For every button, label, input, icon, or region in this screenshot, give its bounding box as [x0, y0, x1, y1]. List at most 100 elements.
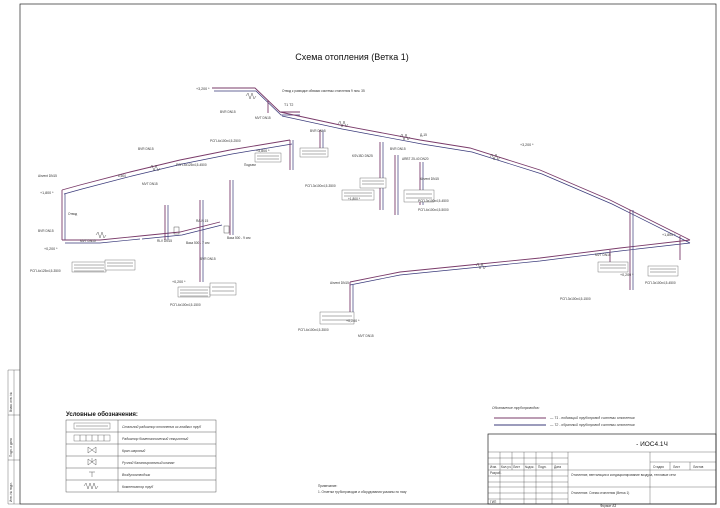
compensator-icon [83, 482, 99, 490]
elevation-label: +0,200 * [620, 273, 634, 277]
radiator-label: РСП-3х100х4,5-3500 [305, 184, 336, 188]
device-label: MVT DN15 [595, 253, 611, 257]
radiator [177, 286, 211, 298]
branch-note: Подъем [244, 163, 256, 167]
branch-note: Отвод [68, 212, 77, 216]
elevation-label: +3,200 * [196, 87, 210, 91]
stamp-sheet-label: Лист [673, 465, 680, 469]
title-block: - ИОС4.1Ч Изм. Кол.уч. Лист №док. Подп. … [487, 433, 717, 505]
device-label: BVR DN15 [38, 229, 54, 233]
radiator-note: Ваза 500 - 9 сек [227, 236, 251, 240]
stamp-section: Отопление, вентиляция и кондиционировани… [571, 473, 676, 477]
device-label: MVT DN15 [358, 334, 374, 338]
pipe-legend-t1: — Т1 - подающий трубопровод системы отоп… [549, 416, 635, 420]
radiator [403, 189, 435, 203]
air-vent-label: Airvent DN15 [330, 281, 349, 285]
device-label: BVR DN15 [200, 257, 216, 261]
legend-item-label: Кран шаровый [122, 449, 145, 453]
stamp-header-count: Кол.уч. [501, 465, 512, 469]
pipe-mark-label: Т1 Т2 [284, 103, 293, 107]
bimetal-radiator-icon [73, 434, 111, 442]
valve-icon [87, 446, 97, 454]
legend-item-label: Воздухоотводчик [122, 473, 151, 477]
elevation-label: +1,800 * [662, 233, 676, 237]
radiator-label: РСП-4х100х4,5-5000 [418, 208, 449, 212]
note: Примечание: 1. Отметки трубопроводов и о… [318, 484, 407, 494]
elevation-label: +1,800 * [348, 197, 361, 201]
stamp-header-doc: №док. [525, 465, 534, 469]
stamp-stage-label: Стадия [653, 465, 664, 469]
valve-label: KSV-BD DN25 [352, 154, 373, 158]
elevation-label: +3,200 * [520, 143, 534, 147]
legend-item-label: Ручной балансировочный клапан [122, 461, 175, 465]
stamp-header-change: Изм. [490, 465, 497, 469]
radiator-label: РСП-4х100х4,5-1500 [170, 303, 201, 307]
legend: Условные обозначения: [65, 411, 217, 493]
valve-label: RLV DN15 [157, 239, 172, 243]
note-title: Примечание: [318, 484, 337, 488]
radiator [299, 147, 329, 158]
radiator [647, 265, 679, 277]
side-cell-replace: Взам. инв. № [9, 392, 13, 412]
radiator [71, 261, 107, 273]
legend-item-label: Радиатор биметаллический секционный [122, 437, 188, 441]
stamp-header-sheet: Лист [513, 465, 520, 469]
device-label: BVR DN15 [138, 147, 154, 151]
stamp-sheets-label: Листов [693, 465, 704, 469]
stamp-sheet-title: Отопление. Схема отопления (Ветка 1) [571, 491, 629, 495]
stamp-header-date: Дата [554, 465, 561, 469]
elevation-label: +0,200 * [44, 247, 58, 251]
radiator-label: РСП-4х125х4,5-4500 [176, 163, 207, 167]
drawing-title: Схема отопления (Ветка 1) [295, 52, 408, 62]
pipe-legend-t2: — Т2 - обратный трубопровод системы отоп… [549, 423, 635, 427]
radiator [209, 282, 237, 296]
radiators [71, 147, 679, 325]
device-label: MVT DN15 [80, 239, 96, 243]
device-label: MVT DN15 [255, 116, 271, 120]
drawing-frame [19, 3, 717, 505]
valve-label: RA-N 15 [196, 219, 208, 223]
stamp-header-sign: Подп. [538, 465, 547, 469]
valve-box [173, 226, 180, 235]
device-label: BVR DN15 [220, 110, 236, 114]
radiator-label: РСП-4х100х4,5-2500 [210, 139, 241, 143]
document-code: - ИОС4.1Ч [636, 441, 668, 448]
radiator [254, 152, 282, 163]
valve-box [223, 225, 230, 234]
radiator-label: Airvent DN15 [420, 177, 439, 181]
length-label: 6,600 [118, 174, 126, 178]
radiator-label: РСП-4х100х4,5-3500 [298, 328, 329, 332]
elevation-label: +0,200 * [346, 319, 360, 323]
legend-item-label: Стальной радиатор отопления из гладких т… [122, 425, 201, 429]
format-label: Формат А3 [600, 504, 616, 508]
valve-label: ARBT 25-40 DN20 [402, 157, 429, 161]
pipe-legend: Обозначение трубопроводов: — Т1 - подающ… [492, 406, 635, 427]
legend-item-label: Компенсатор труб [122, 485, 153, 489]
diameter-label: Д₂15 [420, 133, 427, 137]
stamp-role-gip: ГИП [490, 500, 497, 504]
side-cell-sign: Подп. и дата [9, 438, 13, 457]
radiator-note: Ваза 500 - 7 сек [186, 241, 210, 245]
device-label: BVR DN15 [310, 129, 326, 133]
radiator [104, 259, 136, 271]
elevation-label: +1,800 * [40, 191, 54, 195]
stamp-role-developer: Разраб. [490, 471, 502, 475]
pipe-network [61, 87, 691, 320]
air-vent-label: Airvent DN15 [38, 174, 57, 178]
pipe-legend-title: Обозначение трубопроводов: [492, 406, 540, 410]
scheme-labels: +3,200 * Отвод к разводке обвязки систем… [30, 87, 676, 338]
device-label: MVT DN15 [142, 182, 158, 186]
legend-title: Условные обозначения: [66, 411, 138, 418]
elevation-label: +5,800 * [256, 149, 270, 153]
balancing-valve-icon [87, 458, 97, 466]
radiator [597, 261, 629, 273]
elevation-label: +0,200 * [172, 280, 186, 284]
branch-note: Отвод к разводке обвязки системы отоплен… [282, 89, 365, 93]
radiator [359, 177, 387, 189]
radiator-label: РСП-3х100х4,5-4500 [645, 281, 676, 285]
device-label: BVR DN15 [390, 147, 406, 151]
radiator-label: РСП-3х100х4,5-1500 [560, 297, 591, 301]
radiator-label: РСП-3х100х4,5-4500 [418, 199, 449, 203]
note-text: 1. Отметки трубопроводов и оборудования … [318, 490, 407, 494]
steel-radiator-icon [73, 422, 111, 430]
